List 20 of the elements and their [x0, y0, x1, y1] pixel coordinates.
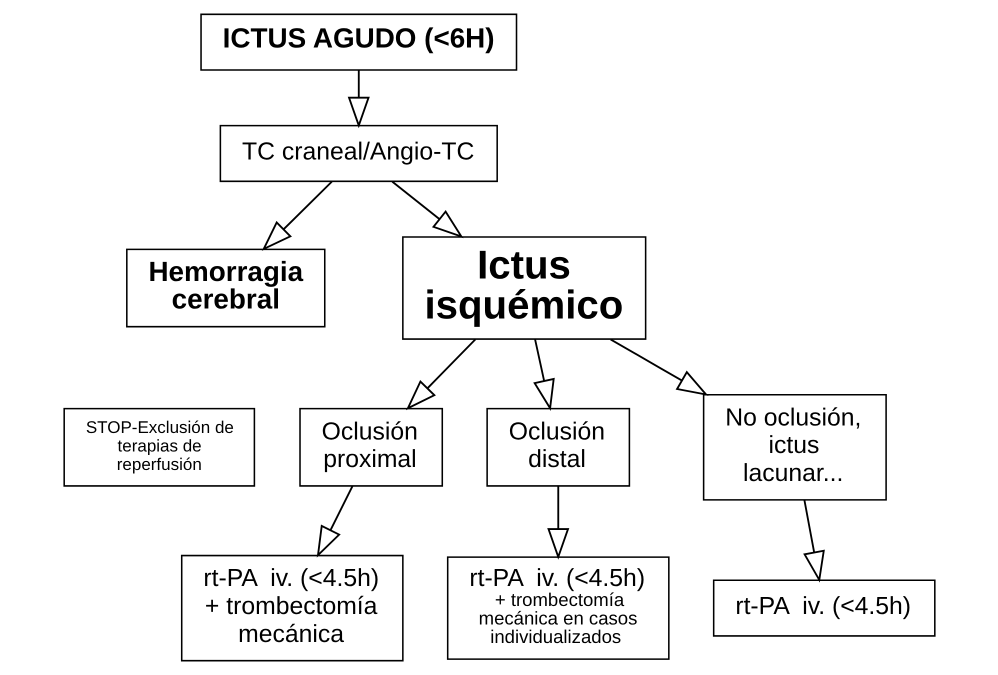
node-box: TC craneal/Angio-TC [219, 124, 498, 182]
arrow [546, 486, 569, 560]
arrow [391, 180, 464, 238]
node-box: No oclusión, ictus lacunar... [702, 394, 886, 501]
node-box: STOP-Exclusión de terapias de reperfusión [62, 408, 255, 487]
node-box: rt-PA iv. (<4.5h) + trombectomía mecánica [180, 554, 404, 662]
arrow [261, 180, 332, 251]
node-box: Oclusión proximal [298, 408, 443, 487]
arrow [316, 486, 353, 558]
arrow [405, 338, 476, 410]
node-box: ICTUS AGUDO (<6H) [200, 14, 517, 71]
node-box: rt-PA iv. (<4.5h) [712, 580, 936, 637]
node-box: Ictus isquémico [402, 236, 646, 340]
node-box: Oclusión distal [486, 408, 630, 487]
arrow [347, 70, 370, 128]
node-box: Hemorragia cerebral [126, 248, 326, 328]
node-box: rt-PA iv. (<4.5h) + trombectomía mecánica en casos individualizados [446, 556, 670, 660]
arrow [532, 339, 554, 411]
arrow [610, 338, 708, 396]
arrow [802, 500, 824, 583]
